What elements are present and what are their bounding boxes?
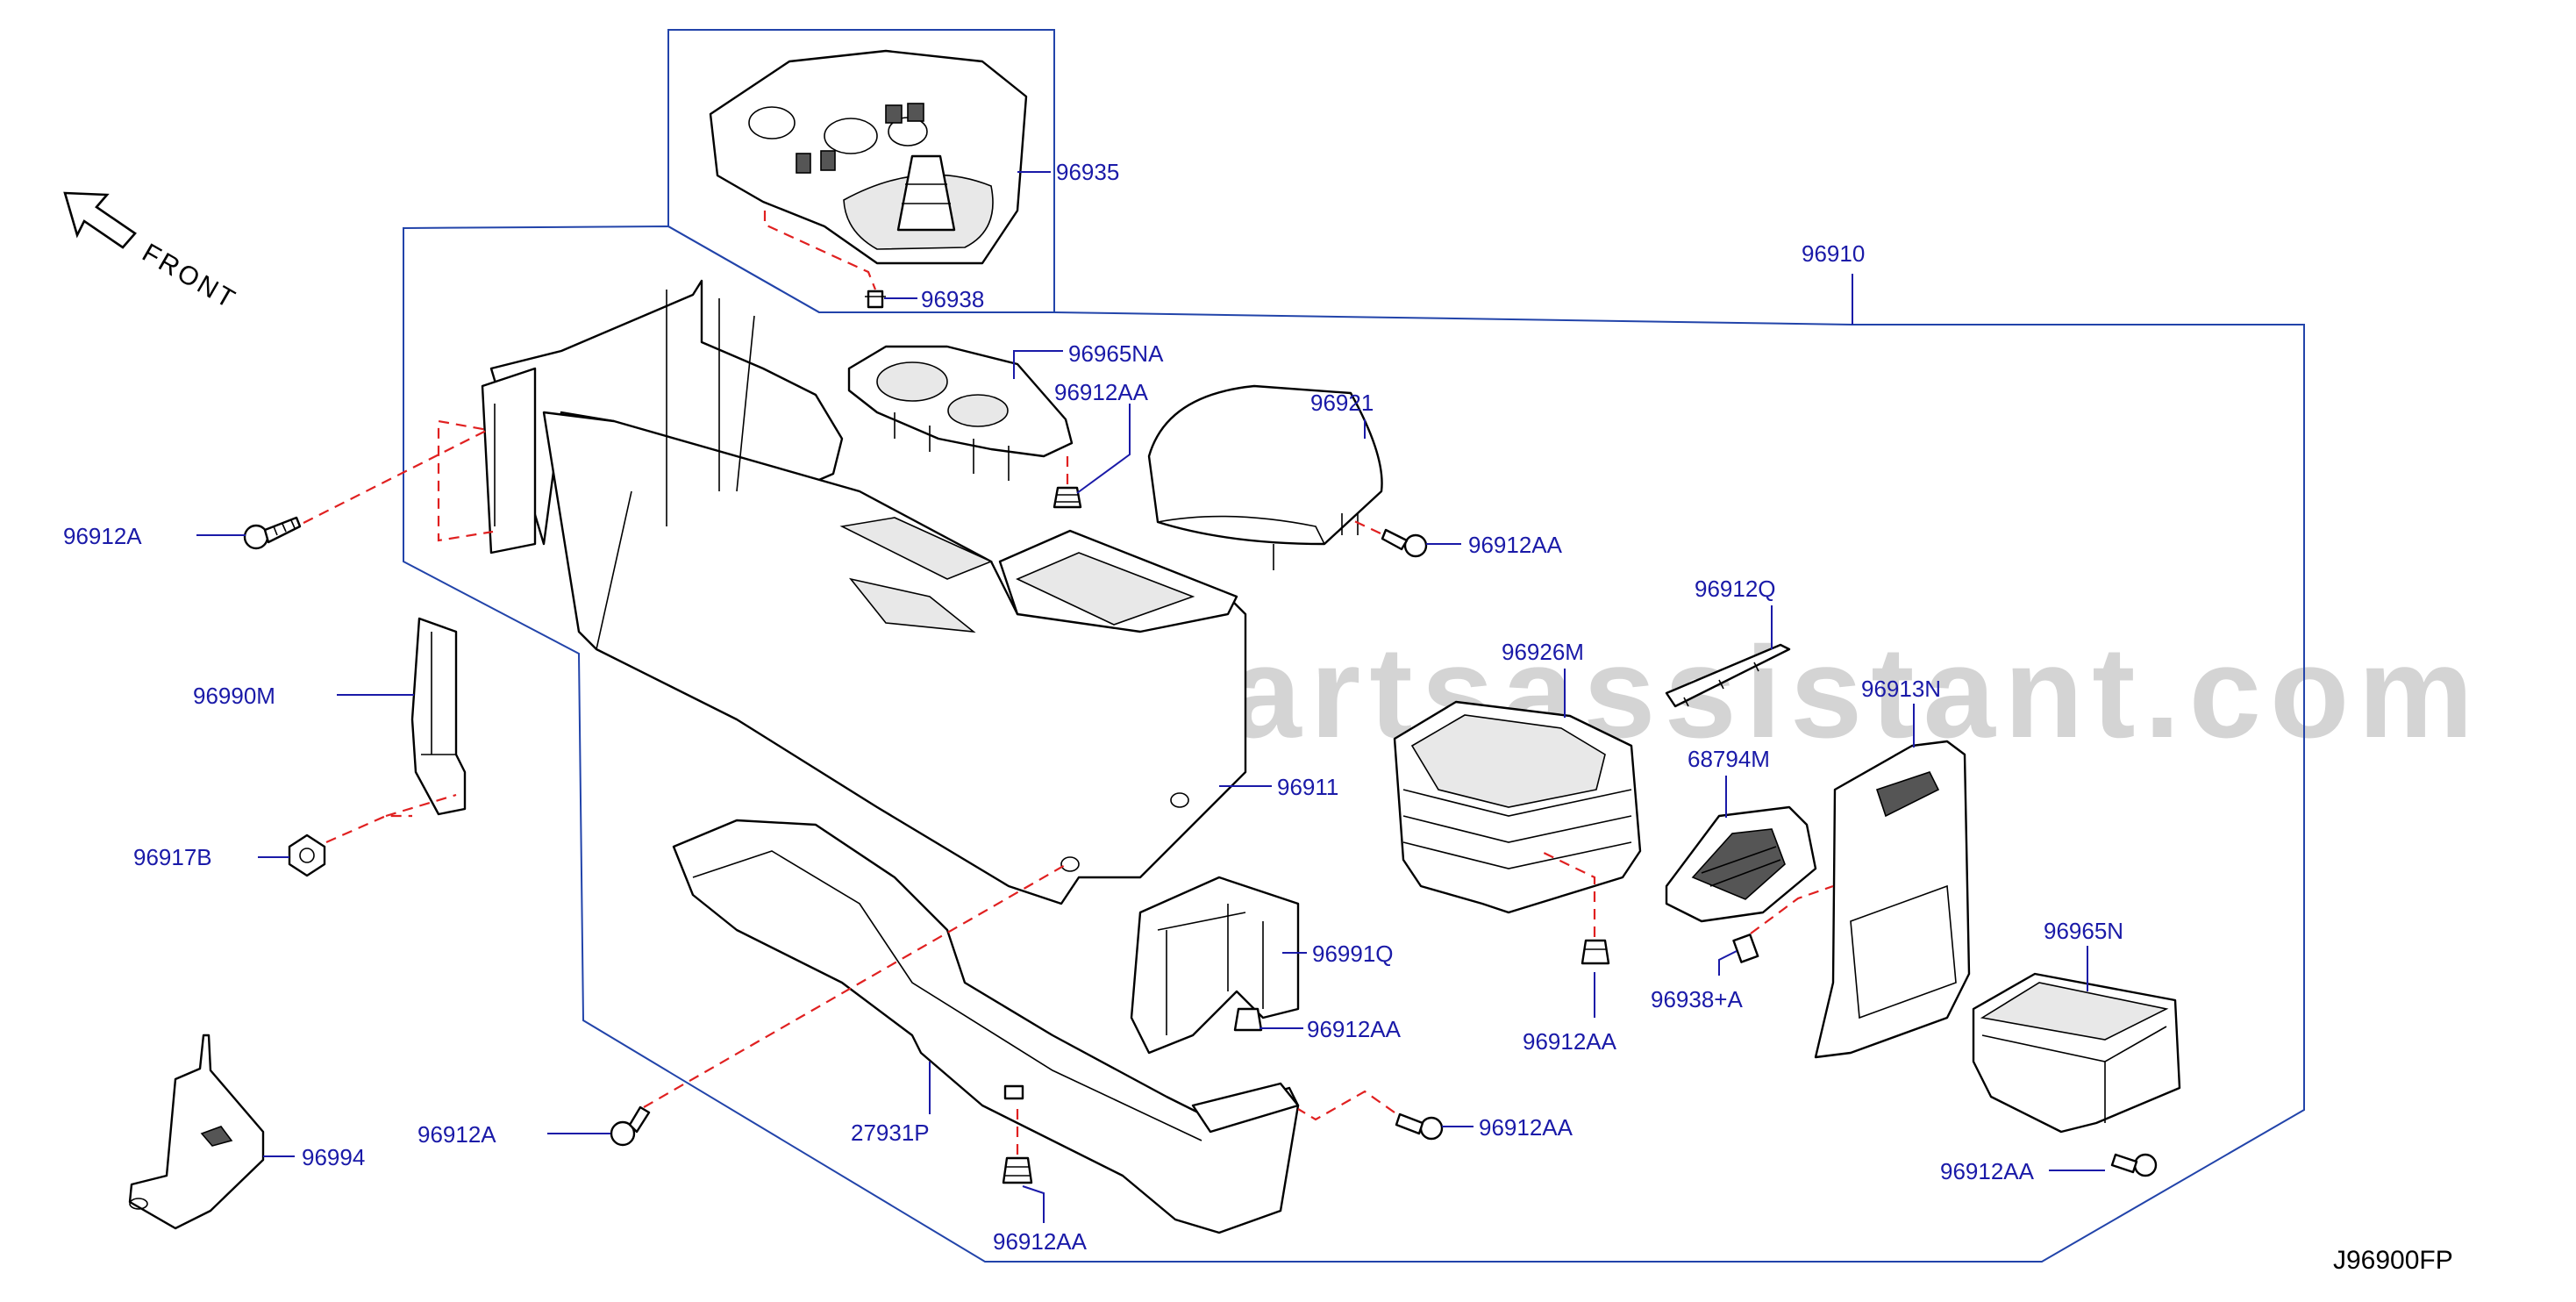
shifter-finisher-part: [709, 49, 1028, 265]
assembly-frame-96910: [403, 225, 2305, 1263]
bolt-96912aa-bracket: [1233, 1007, 1263, 1032]
callout-96913N: 96913N: [1861, 676, 1941, 702]
leader-96938A: [1718, 950, 1738, 976]
front-arrow-icon: [63, 191, 137, 249]
armrest-lid-part: [1147, 384, 1383, 570]
dashed-locator-96912a-upper: [303, 419, 494, 542]
callout-96912AA-a: 96912AA: [1054, 379, 1149, 405]
console-body-part: [481, 279, 1247, 905]
callout-96965NA: 96965NA: [1068, 340, 1164, 367]
diagram-code: J96900FP: [2333, 1246, 2453, 1275]
dashed-locator-96912aa-box: [1543, 852, 1596, 937]
callout-96912AA-c: 96912AA: [1307, 1016, 1402, 1042]
callout-96911: 96911: [1277, 774, 1338, 800]
callout-96912AA-b: 96912AA: [1468, 532, 1563, 558]
callout-96912A-b: 96912A: [417, 1121, 496, 1148]
callout-96938: 96938: [921, 286, 984, 312]
floor-duct-part: [672, 819, 1300, 1234]
dashed-locator-96912a-lower: [643, 863, 1067, 1108]
screw-96912a-lower: [610, 1105, 651, 1147]
callout-96990M: 96990M: [193, 683, 275, 709]
callout-96965N: 96965N: [2044, 918, 2123, 944]
bolt-96912aa-armrest: [1381, 528, 1428, 558]
nut-96917b-part: [288, 833, 326, 877]
bolt-96912aa-tray: [2110, 1153, 2158, 1177]
callout-96921: 96921: [1310, 390, 1374, 416]
callout-96994: 96994: [302, 1144, 365, 1170]
bolt-96912aa-box: [1581, 939, 1610, 965]
leader-96965NA: [1013, 350, 1063, 379]
strip-96912q-part: [1665, 643, 1791, 708]
callout-96912AA-g: 96912AA: [1940, 1158, 2035, 1184]
dashed-locator-96938: [763, 211, 877, 290]
cup-holder-insert-part: [847, 345, 1074, 481]
dashed-locator-96912aa-duct-right: [1297, 1090, 1395, 1121]
bracket-96991q-part: [1130, 876, 1300, 1055]
vent-68794m-part: [1665, 805, 1817, 923]
callout-96926M: 96926M: [1502, 639, 1584, 665]
storage-box-96926m-part: [1393, 700, 1642, 914]
callout-27931P: 27931P: [851, 1120, 930, 1146]
callout-96910: 96910: [1802, 240, 1865, 267]
callout-96935: 96935: [1056, 159, 1119, 185]
callout-96917B: 96917B: [133, 844, 212, 870]
dashed-locator-96938a: [1750, 884, 1834, 934]
bolt-96912aa-duct-bottom: [1002, 1156, 1033, 1184]
callout-96912AA-e: 96912AA: [993, 1228, 1088, 1255]
callout-96991Q: 96991Q: [1312, 941, 1394, 967]
callout-96912A-a: 96912A: [63, 523, 142, 549]
callout-96912AA-f: 96912AA: [1479, 1114, 1573, 1141]
front-label: FRONT: [138, 238, 242, 315]
bolt-96912aa-duct-right: [1395, 1112, 1444, 1141]
dashed-locator-96912aa-armrest: [1350, 519, 1381, 534]
leader-96912AA-a: [1076, 404, 1131, 494]
callout-96912Q: 96912Q: [1695, 576, 1776, 602]
callout-68794M: 68794M: [1688, 746, 1770, 772]
bracket-96990m-part: [410, 617, 467, 816]
callout-96912AA-d: 96912AA: [1523, 1028, 1617, 1055]
clip-96938a-part: [1732, 934, 1759, 963]
clip-96938-part: [865, 290, 886, 309]
dashed-locator-96917b: [325, 793, 457, 844]
leader-96912AA-e: [1022, 1185, 1045, 1223]
bolt-96912aa-top: [1053, 486, 1082, 509]
callout-96938A: 96938+A: [1651, 986, 1743, 1012]
screw-96912a-upper: [243, 516, 302, 550]
bracket-96994-part: [128, 1034, 265, 1230]
tray-96965n-part: [1972, 972, 2181, 1134]
side-panel-96913n-part: [1814, 740, 1971, 1059]
